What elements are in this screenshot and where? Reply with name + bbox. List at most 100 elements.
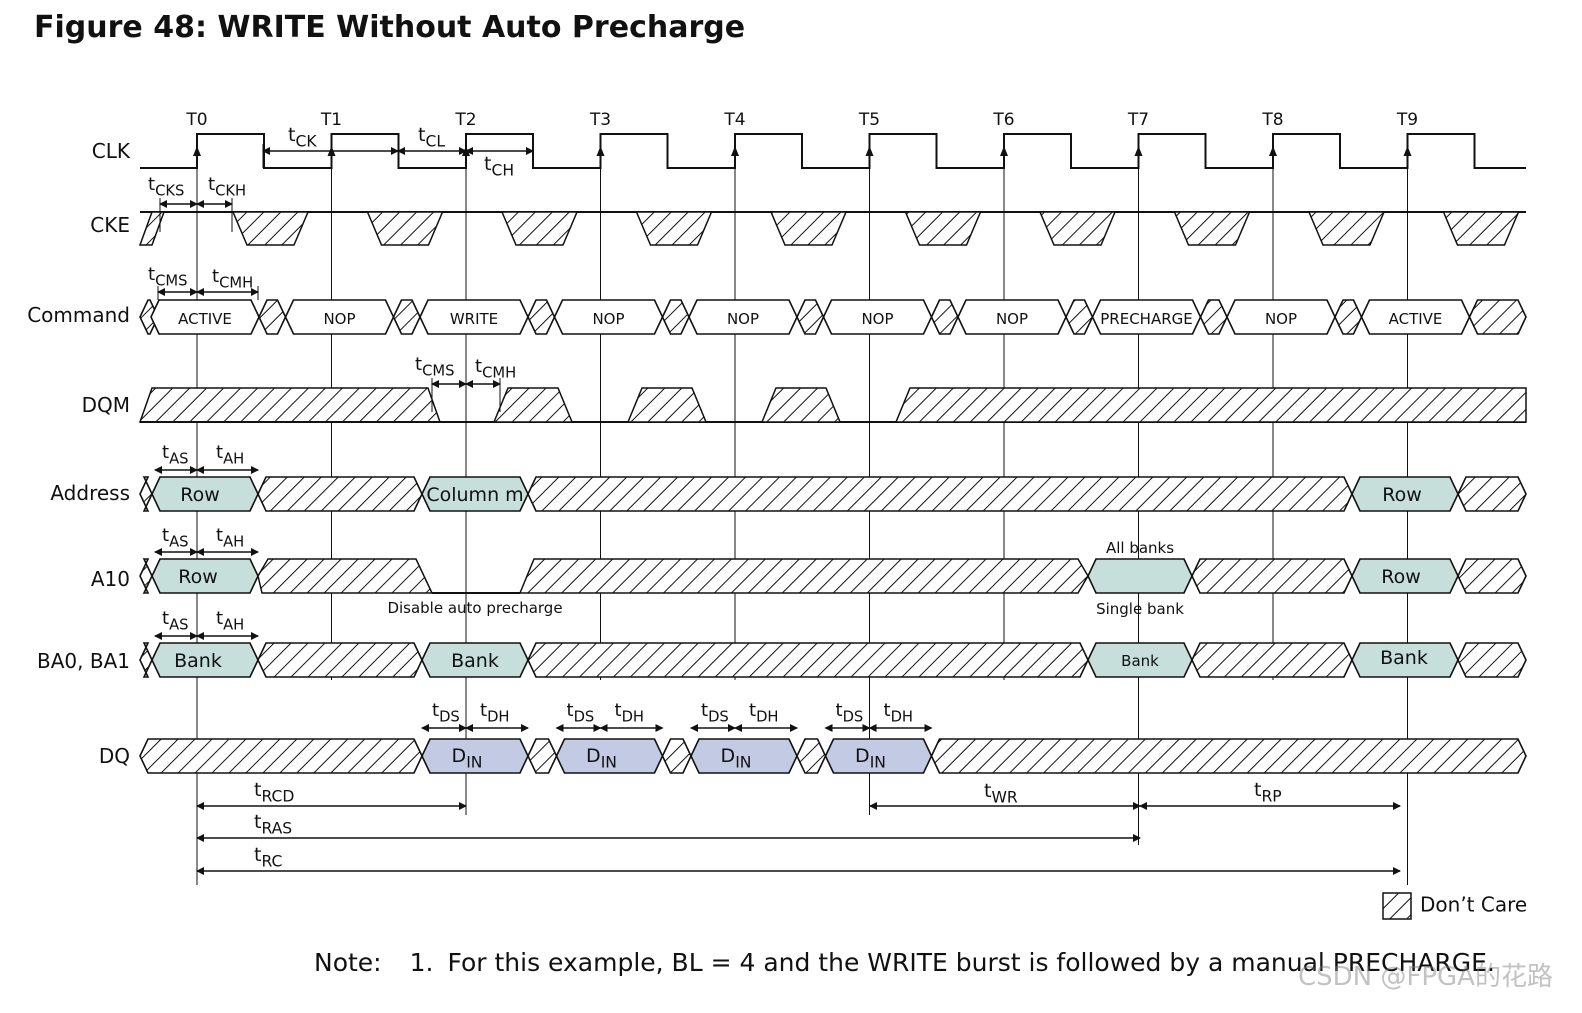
ba-dont-care xyxy=(139,642,153,678)
cke-dont-care xyxy=(904,211,982,246)
dq-data-in-label: DIN xyxy=(586,745,617,772)
command-dont-care xyxy=(527,299,556,335)
a10-dont-care xyxy=(1191,558,1353,594)
clock-label: T7 xyxy=(1127,110,1149,130)
timing-label-dh: tDH xyxy=(884,700,914,725)
clock-label: T0 xyxy=(185,110,207,130)
timing-label-ras: tRAS xyxy=(254,811,292,838)
dq-dont-care xyxy=(527,738,558,774)
clock-label: T3 xyxy=(589,110,611,130)
clk-waveform xyxy=(140,133,1526,169)
timing-label-as2: tAS xyxy=(162,525,189,550)
command-dont-care xyxy=(930,299,959,335)
clock-label: T4 xyxy=(723,110,745,130)
timing-label-dh: tDH xyxy=(749,700,779,725)
command-dont-care xyxy=(1468,299,1527,335)
clk-rising-edge-marker xyxy=(1403,146,1412,156)
ba-dont-care xyxy=(527,642,1089,678)
clock-label: T8 xyxy=(1261,110,1283,130)
a10-all-banks-value xyxy=(1087,558,1193,594)
clk-rising-edge-marker xyxy=(1000,146,1008,156)
cke-dont-care xyxy=(1038,211,1117,246)
cke-dont-care xyxy=(231,211,310,246)
dq-data-in-label: DIN xyxy=(452,745,483,772)
cke-dont-care xyxy=(1307,211,1386,246)
address-dont-care xyxy=(257,476,423,512)
dq-dont-care xyxy=(661,738,692,774)
clk-rising-edge-marker xyxy=(731,146,739,156)
command-label: ACTIVE xyxy=(178,310,232,328)
address-dont-care xyxy=(139,476,153,512)
ba-dont-care xyxy=(257,642,423,678)
timing-label-ch: tCH xyxy=(484,153,514,180)
dqm-dont-care xyxy=(492,387,574,423)
a10-note-all-banks: All banks xyxy=(1106,539,1174,557)
cke-dont-care xyxy=(500,211,579,246)
figure-title: Figure 48: WRITE Without Auto Precharge xyxy=(34,10,746,45)
timing-label-as3: tAS xyxy=(162,608,189,633)
dqm-dont-care xyxy=(626,387,708,423)
a10-dont-care xyxy=(257,558,434,594)
command-label: NOP xyxy=(1265,310,1297,328)
address-row-label: Row xyxy=(180,484,220,506)
timing-label-ds: tDS xyxy=(836,700,864,725)
clk-rising-edge-marker xyxy=(865,146,874,156)
dq-dont-care xyxy=(930,738,1527,774)
command-dont-care xyxy=(392,299,421,335)
clock-label: T1 xyxy=(320,110,342,130)
a10-dont-care xyxy=(139,558,153,594)
timing-label-ds: tDS xyxy=(567,700,595,725)
clk-rising-edge-marker xyxy=(193,146,201,156)
address-dont-care xyxy=(527,476,1353,512)
timing-label-rcd: tRCD xyxy=(254,779,294,806)
timing-label-wr: tWR xyxy=(984,780,1018,807)
timing-label-as1: tAS xyxy=(162,442,189,467)
timing-label-ah2: tAH xyxy=(216,525,244,550)
signal-label-a10: A10 xyxy=(91,567,130,591)
signal-label-dq: DQ xyxy=(99,744,130,768)
clk-rising-edge-marker xyxy=(1269,146,1277,156)
cke-dont-care xyxy=(1442,211,1520,246)
signal-label-clk: CLK xyxy=(92,139,131,163)
dq-data-in-label: DIN xyxy=(721,745,752,772)
timing-label-rp: tRP xyxy=(1254,779,1282,806)
timing-label-ds: tDS xyxy=(701,700,729,725)
clock-label: T9 xyxy=(1396,110,1418,130)
timing-label-cmh: tCMH xyxy=(212,266,253,291)
cke-dont-care xyxy=(635,211,713,246)
dq-dont-care xyxy=(139,738,423,774)
signal-label-dqm: DQM xyxy=(82,393,130,417)
command-label: NOP xyxy=(727,310,759,328)
ba-bank-label: Bank xyxy=(1380,647,1428,669)
timing-label-cl: tCL xyxy=(418,124,445,151)
command-dont-care xyxy=(1199,299,1228,335)
clock-label: T2 xyxy=(454,110,476,130)
timing-label-dh: tDH xyxy=(480,700,510,725)
timing-label-dh: tDH xyxy=(615,700,645,725)
signal-label-command: Command xyxy=(27,303,130,327)
timing-label-ah1: tAH xyxy=(216,442,244,467)
a10-row-label: Row xyxy=(178,566,218,588)
command-dont-care xyxy=(258,299,287,335)
a10-note-single-bank: Single bank xyxy=(1096,600,1184,618)
signal-label-cke: CKE xyxy=(90,213,130,237)
cke-dont-care xyxy=(1173,211,1251,246)
signal-label-ba: BA0, BA1 xyxy=(37,649,130,673)
ba-bank-label: Bank xyxy=(174,650,222,672)
note-text: For this example, BL = 4 and the WRITE b… xyxy=(447,948,1495,977)
command-label: NOP xyxy=(592,310,624,328)
command-dont-care xyxy=(1334,299,1363,335)
timing-label-ck: tCK xyxy=(288,124,317,151)
ba-bank-label: Bank xyxy=(1121,652,1159,670)
a10-row-label: Row xyxy=(1381,566,1421,588)
command-label: PRECHARGE xyxy=(1100,310,1192,328)
ba-bank-label: Bank xyxy=(451,650,499,672)
address-dont-care xyxy=(1457,476,1527,512)
command-dont-care xyxy=(796,299,825,335)
timing-label-cms2: tCMS xyxy=(415,354,454,379)
command-label: NOP xyxy=(861,310,893,328)
clk-rising-edge-marker xyxy=(596,146,605,156)
clk-rising-edge-marker xyxy=(1134,146,1143,156)
command-label: ACTIVE xyxy=(1389,310,1443,328)
